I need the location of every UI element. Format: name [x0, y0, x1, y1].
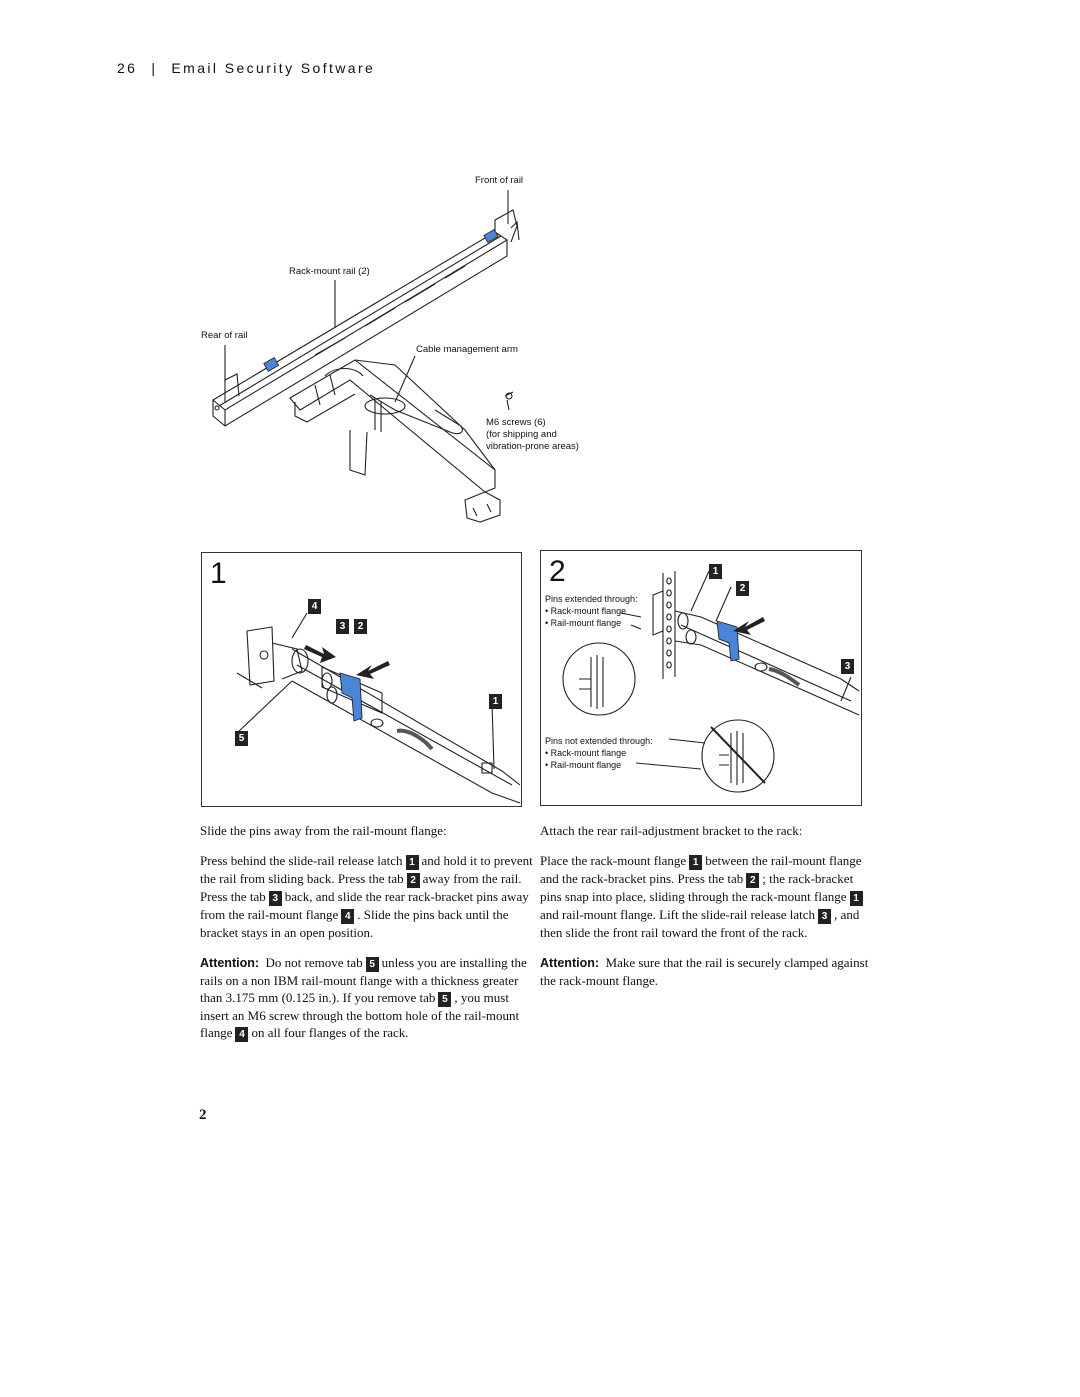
panel-2-callout-3: 3 — [841, 659, 854, 674]
pins-extended-item-1: • Rack-mount flange — [545, 606, 627, 616]
header-separator: | — [151, 60, 158, 76]
callout-5: 5 — [438, 992, 452, 1008]
panel-2-attention: Attention: Make sure that the rail is se… — [540, 954, 869, 988]
front-tab-blue — [483, 228, 499, 244]
panel-1-instructions: Slide the pins away from the rail-mount … — [200, 822, 533, 1054]
pins-not-extended-title: Pins not extended through: — [545, 736, 653, 746]
panel-1-paragraph-1: Press behind the slide-rail release latc… — [200, 853, 533, 941]
label-m6-note-1: (for shipping and — [486, 429, 557, 440]
callout-4: 4 — [235, 1027, 249, 1043]
label-rear-of-rail: Rear of rail — [201, 330, 248, 341]
panel-1-step-number: 1 — [210, 557, 227, 590]
panel-2-caption: Attach the rear rail-adjustment bracket … — [540, 823, 803, 838]
callout-1: 1 — [849, 891, 863, 907]
footer-step-number: 2 — [199, 1107, 207, 1123]
panel-1-illustration — [236, 612, 521, 804]
callout-2: 2 — [746, 873, 760, 889]
panel-1-caption: Slide the pins away from the rail-mount … — [200, 823, 447, 838]
header-title: Email Security Software — [171, 60, 376, 76]
callout-1: 1 — [405, 855, 419, 871]
rail-assembly-illustration — [212, 190, 520, 523]
attention-label: Attention: — [540, 955, 600, 970]
callout-1: 1 — [689, 855, 703, 871]
panel-2-step-number: 2 — [549, 555, 566, 588]
pins-not-extended-item-2: • Rail-mount flange — [545, 760, 622, 770]
label-m6-screws: M6 screws (6) — [486, 417, 546, 428]
step-panel-1: 1 4 3 2 1 5 — [201, 552, 522, 807]
panel-1-arrow-left — [356, 661, 390, 679]
label-cable-management-arm: Cable management arm — [416, 344, 518, 355]
callout-2: 2 — [406, 873, 420, 889]
callout-3: 3 — [818, 909, 832, 925]
pins-extended-title: Pins extended through: — [545, 594, 638, 604]
running-header: 26 | Email Security Software — [117, 60, 375, 76]
panel-1-callout-5: 5 — [235, 731, 248, 746]
overview-figure: Front of rail Rack-mount rail (2) Rear o… — [195, 170, 595, 540]
pins-extended-item-2: • Rail-mount flange — [545, 618, 622, 628]
panel-2-callout-2: 2 — [736, 581, 749, 596]
callout-3: 3 — [268, 891, 282, 907]
rear-tab-blue — [263, 356, 280, 372]
panel-1-callout-4: 4 — [308, 599, 321, 614]
label-m6-note-2: vibration-prone areas) — [486, 441, 579, 452]
callout-4: 4 — [341, 909, 355, 925]
panel-1-callout-3: 3 — [336, 619, 349, 634]
panel-1-callout-2: 2 — [354, 619, 367, 634]
attention-label: Attention: — [200, 955, 260, 970]
panel-2-illustration — [562, 570, 860, 793]
pins-not-extended-item-1: • Rack-mount flange — [545, 748, 627, 758]
header-page-number: 26 — [117, 60, 138, 76]
step-panel-2: 2 — [540, 550, 862, 806]
panel-1-blue-tab — [339, 672, 363, 722]
panel-2-callout-1: 1 — [709, 564, 722, 579]
panel-1-arrow-right — [304, 645, 336, 663]
panel-1-callout-1: 1 — [489, 694, 502, 709]
panel-2-arrow — [733, 617, 765, 635]
label-rack-mount-rail: Rack-mount rail (2) — [289, 266, 370, 277]
label-front-of-rail: Front of rail — [475, 175, 524, 186]
panel-2-blue-tab — [716, 620, 740, 662]
callout-5: 5 — [365, 956, 379, 972]
panel-2-instructions: Attach the rear rail-adjustment bracket … — [540, 822, 873, 1001]
